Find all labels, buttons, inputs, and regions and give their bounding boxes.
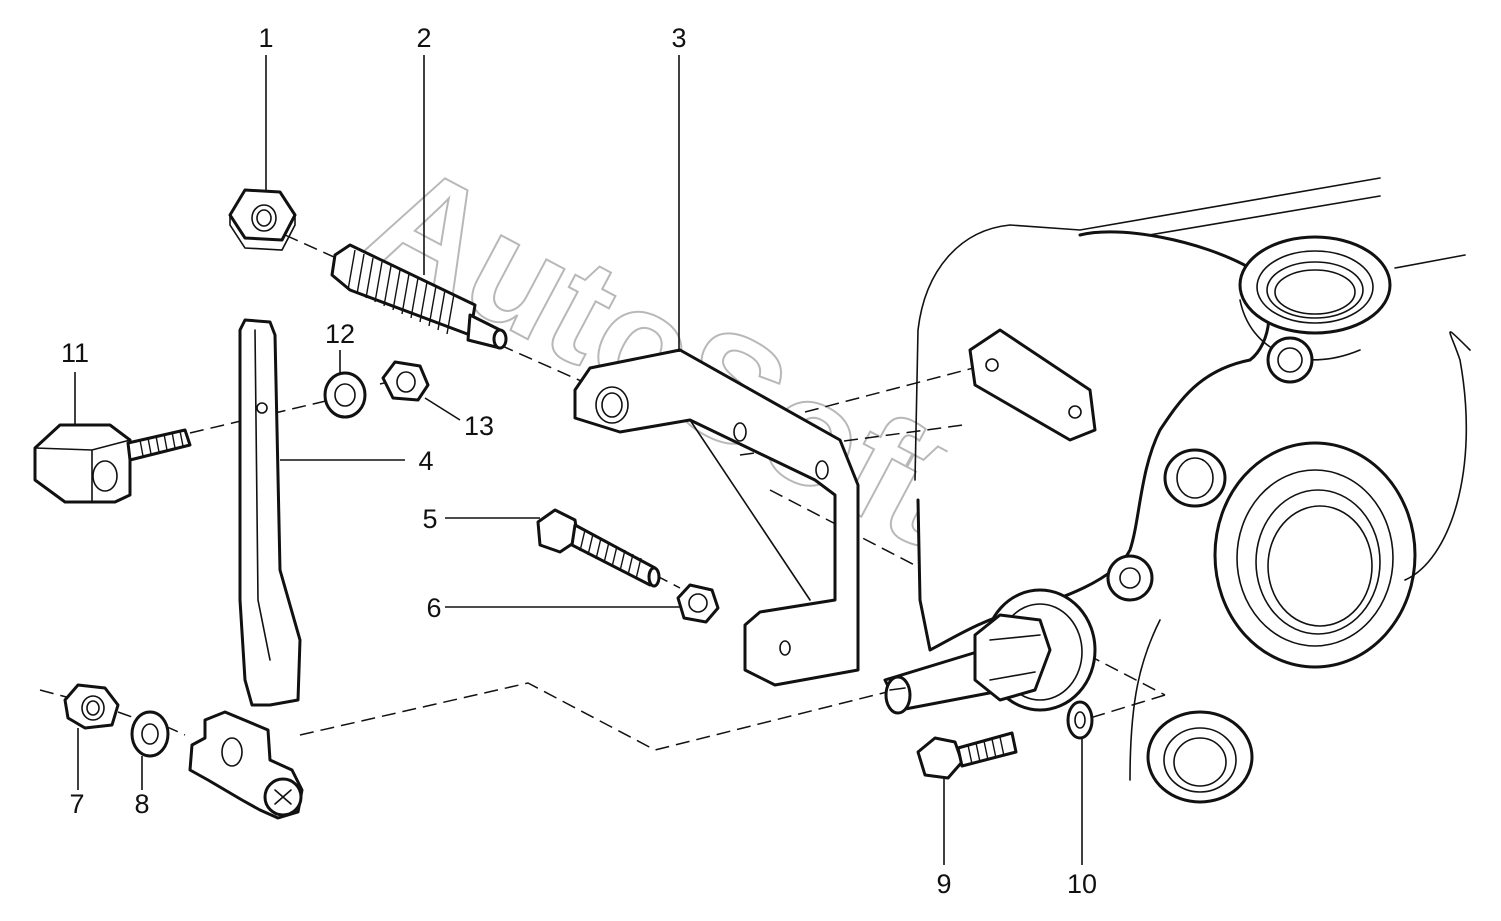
leader-lines xyxy=(74,55,1083,865)
callouts: 1 2 3 4 5 6 7 8 9 10 11 12 13 xyxy=(61,23,1097,899)
callout-4: 4 xyxy=(418,446,433,476)
callout-1: 1 xyxy=(258,23,273,53)
callout-10: 10 xyxy=(1067,869,1097,899)
callout-11: 11 xyxy=(61,338,89,368)
part-6-nut xyxy=(676,583,720,624)
part-11-swivel-block xyxy=(33,423,192,504)
callout-8: 8 xyxy=(134,789,149,819)
part-5-bolt xyxy=(536,508,661,588)
part-13-nut xyxy=(381,360,430,402)
callout-12: 12 xyxy=(325,319,355,349)
callout-2: 2 xyxy=(416,23,431,53)
callout-6: 6 xyxy=(426,593,441,623)
callout-3: 3 xyxy=(671,23,686,53)
part-1-nut xyxy=(228,188,297,251)
callout-13: 13 xyxy=(464,411,494,441)
part-8-washer xyxy=(130,710,170,758)
part-7-nut xyxy=(63,683,120,730)
callout-9: 9 xyxy=(936,869,951,899)
engine-housing xyxy=(883,177,1471,804)
part-12-spacer xyxy=(323,371,367,419)
part-2-threaded-stud xyxy=(330,243,508,350)
part-10-washer xyxy=(1066,700,1094,740)
part-4-lever xyxy=(188,318,304,820)
part-9-bolt xyxy=(916,731,1018,780)
callout-7: 7 xyxy=(69,789,84,819)
callout-5: 5 xyxy=(422,504,437,534)
part-3-bracket xyxy=(573,348,860,687)
